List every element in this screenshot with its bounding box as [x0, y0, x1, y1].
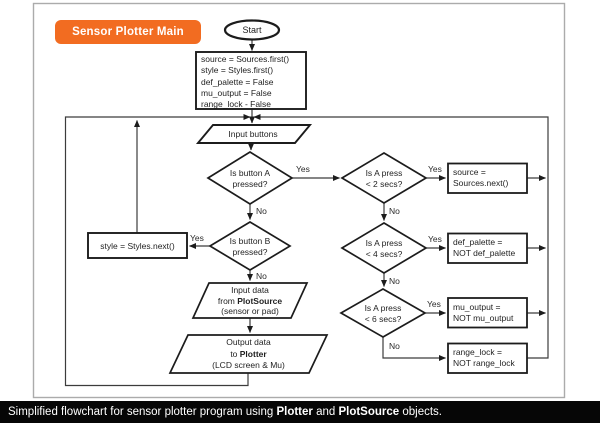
press6-line-2: < 6 secs?: [364, 313, 402, 324]
input-data-text: Input data from PlotSource (sensor or pa…: [196, 285, 304, 317]
init-line-3: def_palette = False: [201, 76, 274, 87]
shapes: [87, 19, 528, 374]
output-data-text: Output data to Plotter (LCD screen & Mu): [176, 337, 321, 372]
init-line-1: source = Sources.first(): [201, 54, 290, 64]
press2-no-label: No: [389, 206, 400, 216]
caption-mid: and: [312, 406, 339, 418]
input-data-from: from: [217, 295, 238, 306]
caption-bar: Simplified flowchart for sensor plotter …: [0, 401, 600, 423]
input-data-line-1: Input data: [231, 285, 269, 295]
range-lock-line-1: range_lock =: [453, 347, 502, 357]
connector-collector-junction: [253, 114, 549, 359]
btna-decision-label: Is button A pressed?: [208, 168, 292, 189]
press6-line-1: Is A press: [364, 303, 402, 313]
mu-output-text: mu_output = NOT mu_output: [453, 302, 527, 324]
press4-yes-label: Yes: [428, 234, 442, 244]
output-data-line-1: Output data: [226, 337, 271, 347]
def-palette-process-shape: [447, 232, 528, 264]
btnb-line-1: Is button B: [229, 236, 271, 246]
style-next-text: style = Styles.next(): [100, 241, 175, 251]
caption-plotter-term: Plotter: [276, 406, 313, 418]
connector-loop-back: [64, 114, 251, 387]
press4-decision-label: Is A press < 4 secs?: [342, 238, 426, 259]
press2-yes-label: Yes: [428, 164, 442, 174]
btnb-yes-label: Yes: [190, 233, 204, 243]
btnb-line-2: pressed?: [232, 246, 268, 257]
btnb-decision-shape: [208, 221, 292, 271]
btna-decision-shape: [206, 151, 294, 205]
init-process-shape: [195, 51, 307, 110]
title-badge: Sensor Plotter Main: [55, 20, 201, 44]
btnb-decision-label: Is button B pressed?: [210, 236, 290, 257]
btna-yes-label: Yes: [296, 164, 310, 174]
def-palette-text: def_palette = NOT def_palette: [453, 237, 527, 259]
press6-decision-shape: [339, 288, 427, 338]
init-line-4: mu_output = False: [201, 87, 272, 98]
source-next-text: source = Sources.next(): [453, 167, 527, 189]
btna-line-1: Is button A: [229, 168, 271, 178]
press2-line-2: < 2 secs?: [365, 178, 403, 189]
plotter-term: Plotter: [239, 348, 267, 359]
plotsource-term: PlotSource: [237, 295, 283, 306]
press4-no-label: No: [389, 276, 400, 286]
btnb-no-label: No: [256, 271, 267, 281]
btna-no-label: No: [256, 206, 267, 216]
press4-line-2: < 4 secs?: [365, 248, 403, 259]
mu-output-line-1: mu_output =: [453, 301, 501, 312]
init-line-2: style = Styles.first(): [201, 65, 274, 76]
output-data-line-3: (LCD screen & Mu): [212, 360, 285, 370]
input-data-line-2: from PlotSource: [196, 296, 304, 307]
connector-press6-no: [382, 337, 446, 361]
source-next-process-shape: [447, 162, 528, 194]
input-buttons-label: Input buttons: [228, 129, 278, 139]
press6-no-label: No: [389, 341, 400, 351]
mu-output-line-2: NOT mu_output: [453, 312, 514, 323]
press6-decision-label: Is A press < 6 secs?: [341, 303, 425, 324]
mu-output-process-shape: [447, 297, 528, 329]
input-buttons-io-shape: [195, 124, 313, 144]
output-data-to: to: [230, 348, 240, 359]
init-line-5: range_lock - False: [201, 99, 271, 110]
range-lock-process-shape: [447, 342, 528, 374]
press4-line-1: Is A press: [365, 238, 403, 248]
source-next-line-1: source =: [453, 167, 486, 177]
def-palette-line-1: def_palette =: [453, 237, 503, 247]
input-data-line-3: (sensor or pad): [221, 306, 279, 316]
def-palette-line-2: NOT def_palette: [453, 248, 516, 258]
connectors: [64, 40, 549, 387]
start-label: Start: [242, 25, 262, 35]
start-terminator-shape: [223, 19, 281, 41]
caption-post: objects.: [399, 406, 442, 418]
style-next-process-shape: [87, 232, 188, 259]
press4-decision-shape: [340, 222, 428, 274]
caption-text: Simplified flowchart for sensor plotter …: [8, 406, 277, 418]
input-data-io-shape: [191, 282, 309, 319]
press2-decision-label: Is A press < 2 secs?: [342, 168, 426, 189]
output-data-line-2: to Plotter: [176, 349, 321, 361]
output-data-io-shape: [168, 334, 329, 374]
init-process-text: source = Sources.first() style = Styles.…: [201, 54, 303, 110]
range-lock-line-2: NOT range_lock: [453, 358, 515, 368]
source-next-line-2: Sources.next(): [453, 178, 509, 188]
range-lock-text: range_lock = NOT range_lock: [453, 347, 527, 369]
caption-plotsource-term: PlotSource: [338, 406, 400, 418]
btna-line-2: pressed?: [232, 178, 268, 189]
press2-line-1: Is A press: [365, 168, 403, 178]
press6-yes-label: Yes: [427, 299, 441, 309]
press2-decision-shape: [340, 152, 428, 204]
